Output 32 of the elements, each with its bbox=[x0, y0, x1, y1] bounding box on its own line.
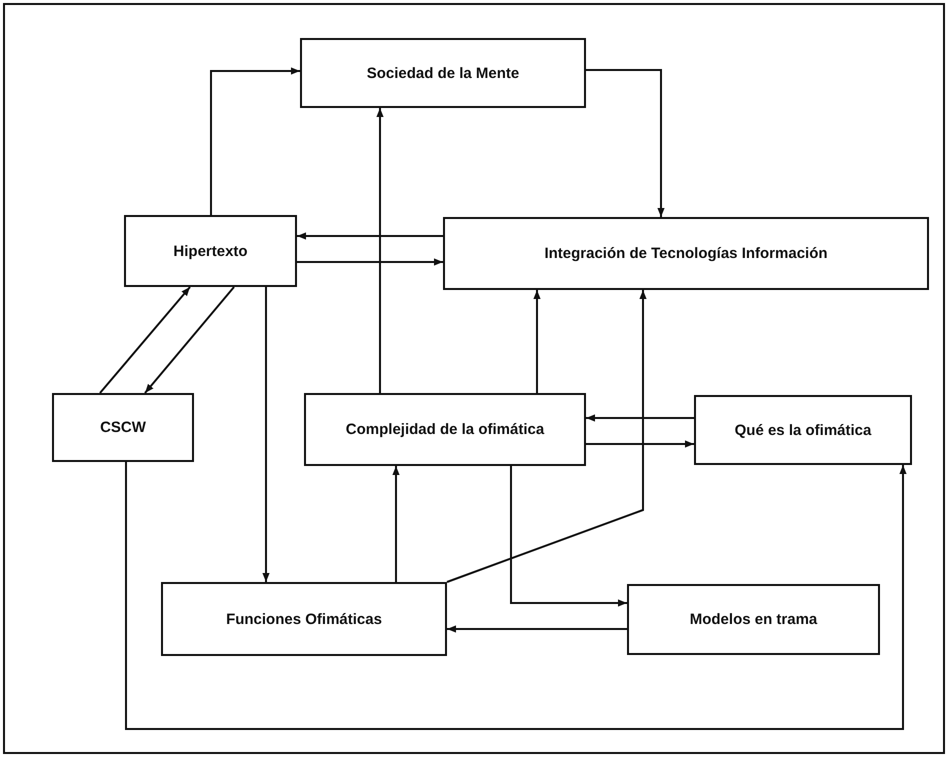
process-box bbox=[694, 395, 912, 465]
arrow bbox=[586, 69, 665, 217]
box-label: Qué es la ofimática bbox=[734, 422, 872, 438]
arrow bbox=[297, 258, 443, 266]
box-label: Complejidad de la ofimática bbox=[344, 421, 546, 438]
box-label: Funciones Ofimáticas bbox=[225, 610, 383, 628]
arrow bbox=[533, 290, 541, 393]
process-box bbox=[304, 393, 586, 466]
arrow bbox=[297, 232, 443, 240]
process-box bbox=[300, 38, 586, 108]
process-box bbox=[627, 584, 880, 655]
process-box bbox=[443, 217, 929, 290]
process-box bbox=[161, 582, 447, 656]
arrow bbox=[447, 625, 627, 633]
arrow bbox=[376, 108, 384, 393]
process-box bbox=[52, 393, 194, 462]
arrow bbox=[144, 286, 235, 394]
arrow bbox=[262, 287, 270, 582]
arrow bbox=[446, 290, 647, 583]
arrow bbox=[586, 414, 694, 422]
box-label: Modelos en trama bbox=[688, 611, 818, 628]
arrow bbox=[210, 67, 300, 215]
box-label: CSCW bbox=[99, 419, 147, 436]
box-label: Hipertexto bbox=[172, 242, 249, 260]
process-box bbox=[124, 215, 297, 287]
box-label: Sociedad de la Mente bbox=[366, 64, 520, 82]
arrow bbox=[99, 286, 191, 394]
arrow bbox=[510, 466, 627, 607]
arrow bbox=[586, 440, 694, 448]
box-label: Integración de Tecnologías Información bbox=[543, 245, 829, 262]
arrow bbox=[392, 466, 400, 582]
arrow bbox=[125, 462, 907, 730]
